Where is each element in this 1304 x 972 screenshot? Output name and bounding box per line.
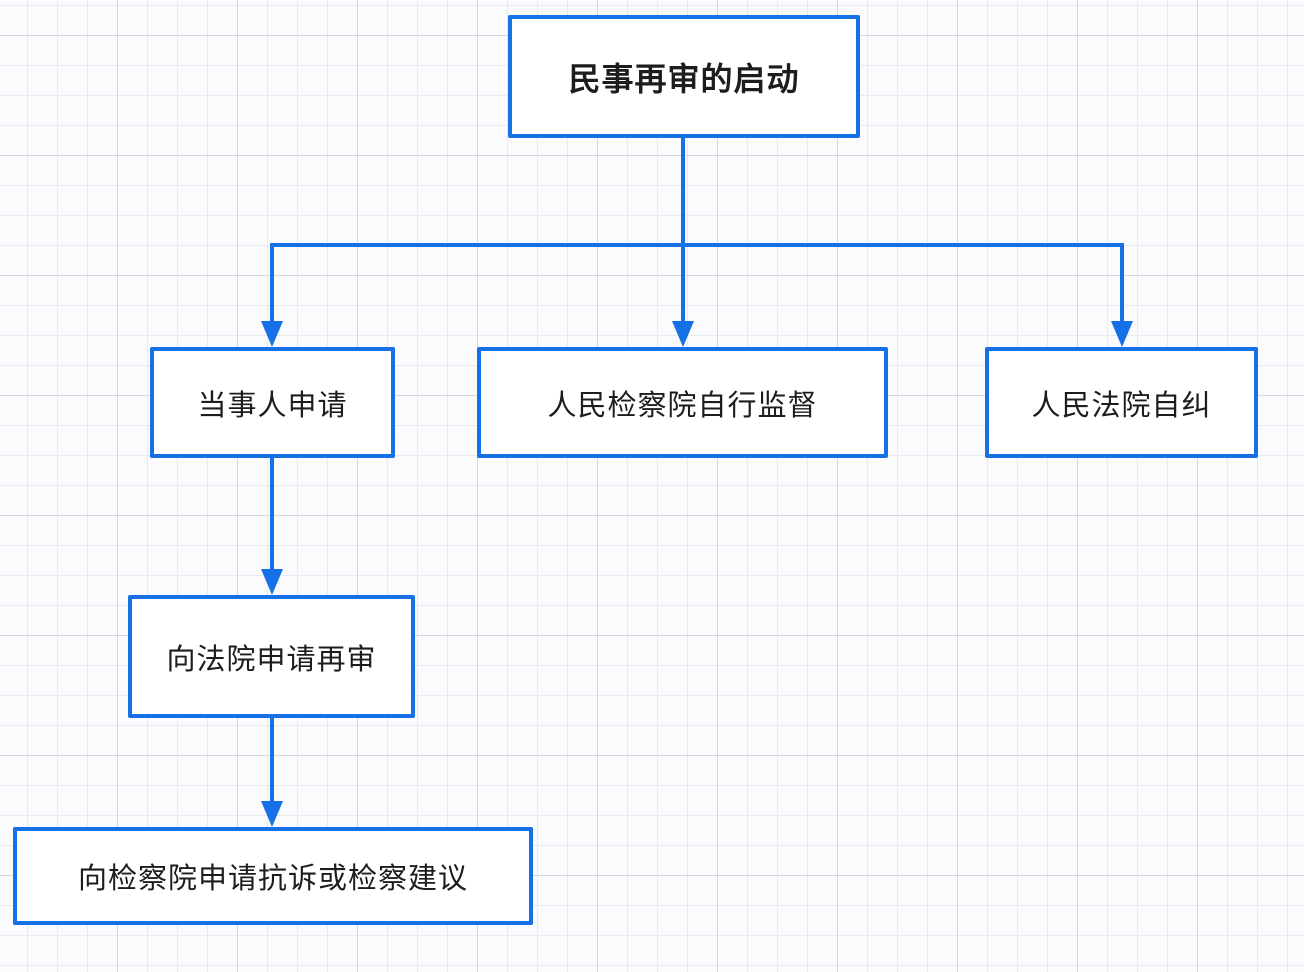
node-apply-procuratorate-protest[interactable]: 向检察院申请抗诉或检察建议 (13, 827, 533, 925)
connector-branch-rail (270, 243, 1124, 247)
node-party-application[interactable]: 当事人申请 (150, 347, 395, 458)
node-apply-court-retrial[interactable]: 向法院申请再审 (128, 595, 415, 718)
node-label: 向检察院申请抗诉或检察建议 (77, 863, 468, 895)
node-label: 民事再审的启动 (568, 60, 800, 97)
connector-applycourt-applyproc (270, 718, 274, 801)
node-court-self-correction[interactable]: 人民法院自纠 (985, 347, 1258, 458)
connector-root-stem (681, 138, 685, 321)
arrowhead-down-icon (1111, 321, 1133, 347)
arrowhead-down-icon (672, 321, 694, 347)
node-title-civil-retrial-initiation[interactable]: 民事再审的启动 (508, 15, 860, 138)
node-label: 人民法院自纠 (1031, 389, 1212, 422)
node-procuratorate-supervision[interactable]: 人民检察院自行监督 (477, 347, 888, 458)
arrowhead-down-icon (261, 801, 283, 827)
arrowhead-down-icon (261, 321, 283, 347)
connector-drop-party (270, 243, 274, 321)
connector-party-applycourt (270, 458, 274, 569)
node-label: 人民检察院自行监督 (547, 389, 818, 422)
connector-drop-court-self (1120, 243, 1124, 321)
node-label: 向法院申请再审 (166, 643, 377, 676)
node-label: 当事人申请 (197, 389, 348, 422)
arrowhead-down-icon (261, 569, 283, 595)
